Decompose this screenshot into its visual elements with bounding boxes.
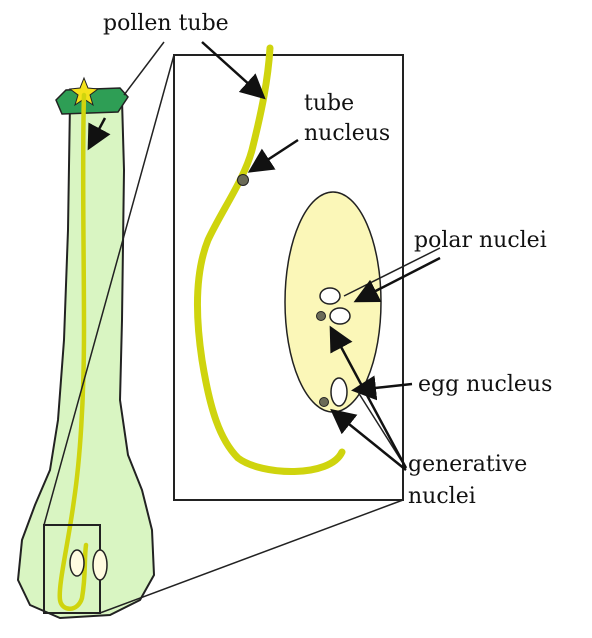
generative-nucleus-upper — [317, 312, 326, 321]
egg-nucleus-label: egg nucleus — [418, 372, 552, 397]
polar-nucleus-bottom — [330, 308, 350, 324]
egg-cell — [331, 378, 347, 406]
tube-nucleus-label-line1: tube — [304, 91, 354, 116]
generative-nucleus-lower — [320, 398, 329, 407]
polar-nuclei-label: polar nuclei — [414, 228, 547, 253]
generative-nuclei-label-line1: generative — [408, 452, 527, 477]
tube-nucleus — [238, 175, 249, 186]
pistil-egg-left — [70, 550, 84, 576]
pollen-tube-label: pollen tube — [103, 11, 229, 36]
tube-nucleus-label-line2: nucleus — [304, 121, 390, 146]
generative-nuclei-label-line2: nuclei — [408, 484, 476, 509]
pollen-tube-label-line — [124, 42, 164, 95]
polar-nucleus-top — [320, 288, 340, 304]
pistil-egg-right — [93, 550, 107, 580]
